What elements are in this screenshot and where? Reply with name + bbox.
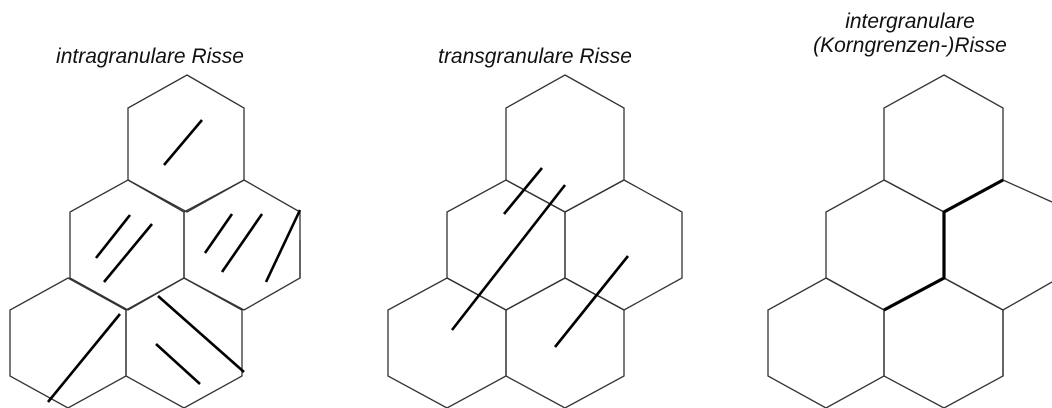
grain <box>70 180 184 310</box>
crack-group <box>48 120 300 402</box>
grain <box>506 278 624 408</box>
crack <box>205 214 232 253</box>
grain <box>768 278 884 408</box>
grain <box>565 180 682 310</box>
panel-intergranular <box>768 75 1052 408</box>
crack <box>266 210 300 282</box>
crack <box>504 168 542 214</box>
grain <box>884 278 1003 408</box>
crack <box>158 296 244 372</box>
crack <box>164 120 202 165</box>
grain <box>126 278 242 408</box>
panel-intragranular <box>10 75 300 408</box>
grain-boundary-crack <box>884 180 1003 310</box>
grain <box>944 180 1052 310</box>
grain <box>128 75 244 212</box>
panel-transgranular <box>388 75 682 408</box>
crack <box>104 224 152 282</box>
grain <box>447 180 565 310</box>
crack <box>222 214 262 272</box>
crack <box>48 314 120 402</box>
grain <box>826 180 944 310</box>
crack <box>555 256 628 347</box>
grain <box>10 278 126 408</box>
crack <box>96 215 130 258</box>
crack <box>156 344 200 384</box>
grain <box>388 278 506 408</box>
